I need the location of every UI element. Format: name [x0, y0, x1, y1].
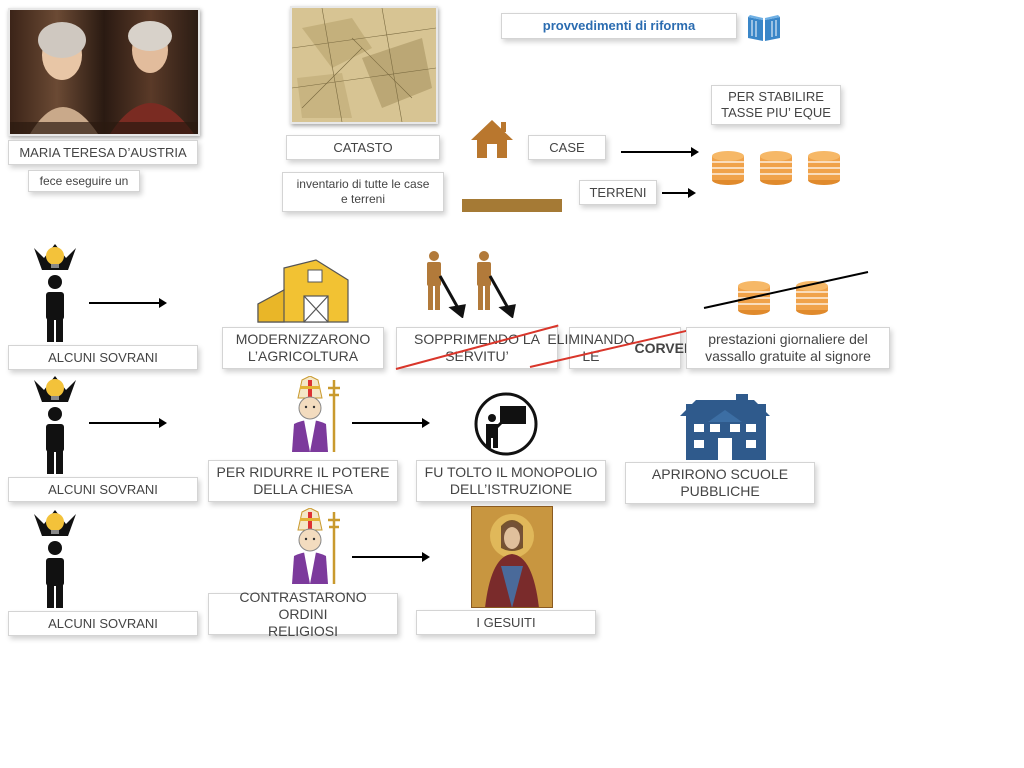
agricoltura-label: MODERNIZZARONO L’AGRICOLTURA: [222, 327, 384, 369]
pope-icon: [286, 507, 344, 586]
maria-teresa-portrait: [8, 8, 200, 136]
teacher-icon: [472, 392, 540, 456]
land-strip: [462, 199, 562, 212]
christ-mosaic-image: [470, 505, 554, 609]
arrow-row2-chiesa: [352, 418, 430, 428]
chiesa-label: PER RIDURRE IL POTERE DELLA CHIESA: [208, 460, 398, 502]
catasto-map-image: [290, 6, 438, 124]
corvees-label: ELIMINANDO LE CORVEES: [547, 327, 703, 369]
arrow-row3-ordini: [352, 552, 430, 562]
catasto-label: CATASTO: [286, 135, 440, 160]
open-book-icon: [746, 11, 782, 43]
row3-sovrani-label: ALCUNI SOVRANI: [8, 611, 198, 636]
scuole-label: APRIRONO SCUOLE PUBBLICHE: [625, 462, 815, 504]
ordini-label: CONTRASTARONO ORDINI RELIGIOSI: [208, 589, 398, 639]
barn-icon: [256, 258, 352, 324]
maria-teresa-label: MARIA TERESA D’AUSTRIA: [8, 140, 198, 165]
corvees-bold: CORVEES: [634, 339, 703, 356]
prestazioni-label: prestazioni giornaliere del vassallo gra…: [686, 327, 890, 369]
case-label: CASE: [528, 135, 606, 160]
king-icon: [32, 506, 78, 610]
inventario-label: inventario di tutte le case e terreni: [282, 172, 444, 212]
terreni-label: TERRENI: [579, 180, 657, 205]
istruzione-label: FU TOLTO IL MONOPOLIO DELL’ISTRUZIONE: [416, 460, 606, 502]
tasse-label: PER STABILIRE TASSE PIU’ EQUE: [711, 85, 841, 125]
king-icon: [32, 372, 78, 476]
king-icon: [32, 240, 78, 344]
coins-icon: [710, 148, 846, 188]
header-title: provvedimenti di riforma: [501, 13, 737, 39]
pope-icon: [286, 375, 344, 454]
fece-eseguire-label: fece eseguire un: [28, 170, 140, 192]
house-icon: [470, 118, 514, 160]
row1-sovrani-label: ALCUNI SOVRANI: [8, 345, 198, 370]
row2-sovrani-label: ALCUNI SOVRANI: [8, 477, 198, 502]
arrow-terreni: [662, 188, 696, 198]
arrow-case: [621, 147, 699, 157]
arrow-row2-sovrani: [89, 418, 167, 428]
crossed-coins-icon: [700, 268, 872, 320]
serfs-icon: [420, 250, 522, 319]
school-icon: [680, 394, 770, 462]
arrow-row1-sovrani: [89, 298, 167, 308]
gesuiti-label: I GESUITI: [416, 610, 596, 635]
